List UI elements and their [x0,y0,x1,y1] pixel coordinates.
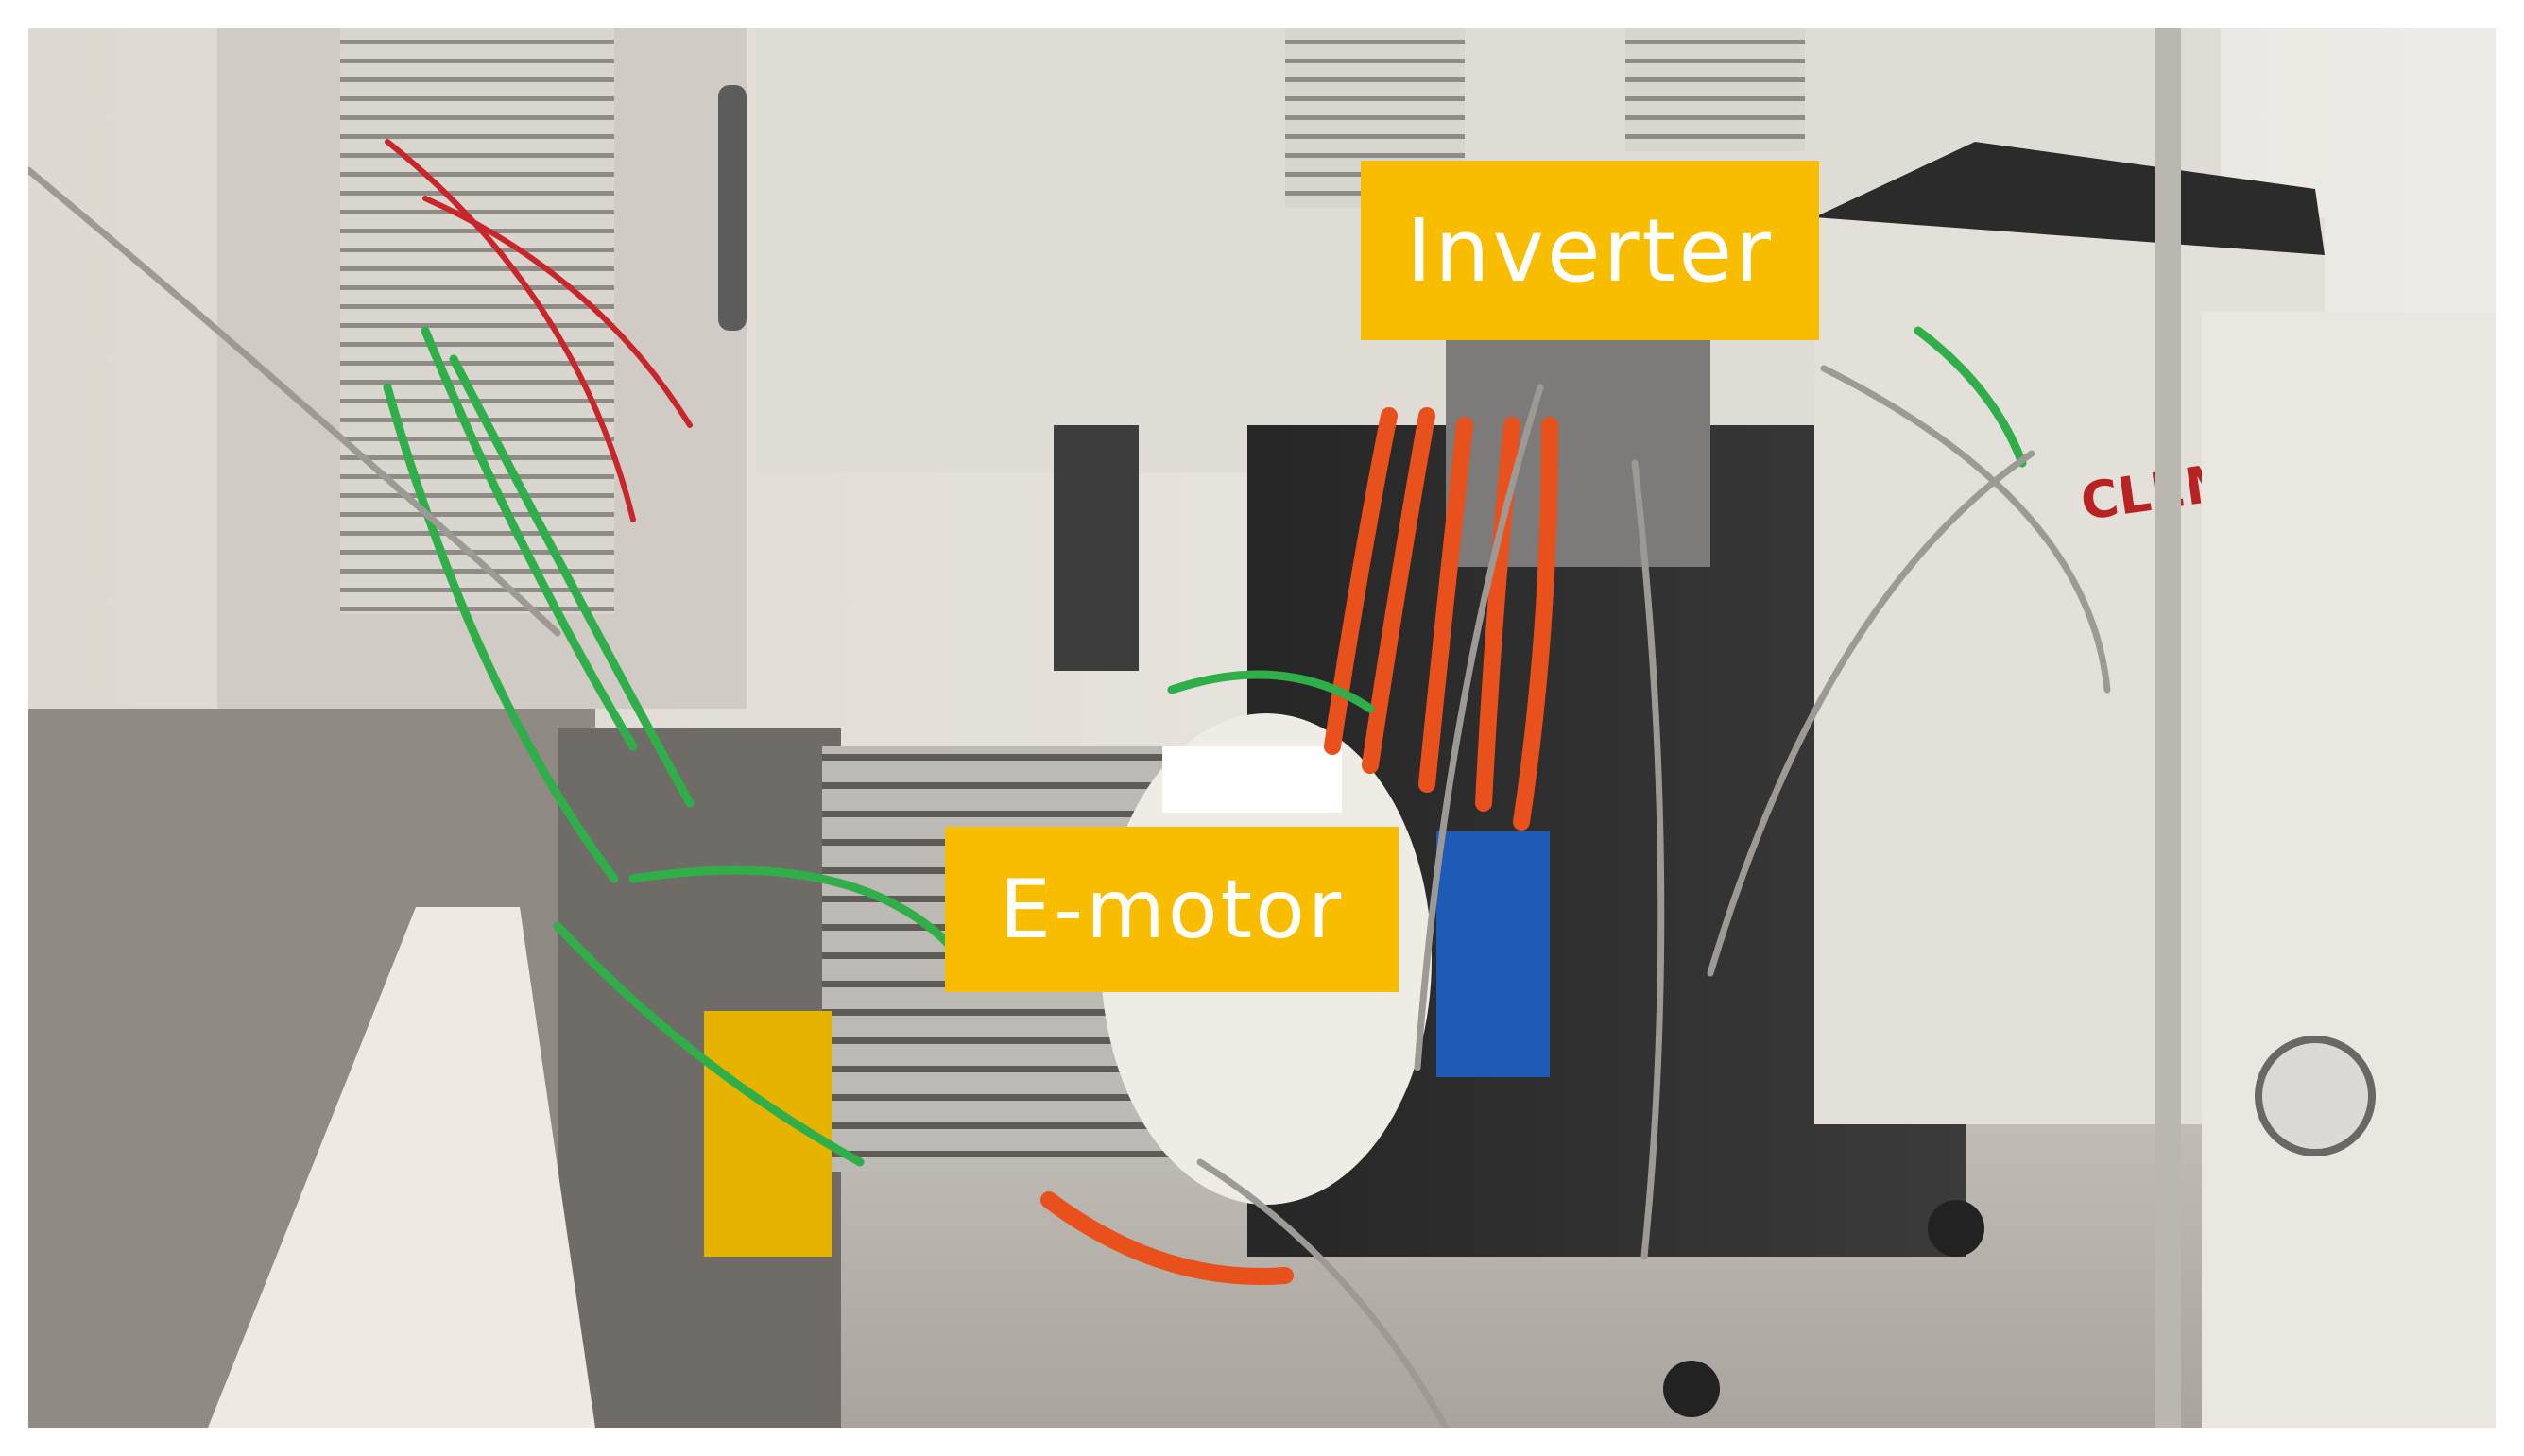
inverter-unit [1446,321,1710,567]
photo-frame: CLEME [28,28,2496,1428]
cabinet-handle [718,85,747,331]
emotor-label: E-motor [945,827,1399,992]
red-cables [385,139,693,522]
wall-outlet [1054,425,1139,671]
cleme-unit-top [1814,142,2325,255]
cart-wheel-left [1663,1361,1720,1417]
right-cabinet-vents-2 [1625,28,1805,151]
cart-wheel-right [1928,1200,1984,1257]
right-rack-post [2155,28,2181,1428]
grey-cables [28,166,2111,1428]
right-rack-panel [2202,312,2496,1428]
inverter-label: Inverter [1361,161,1819,340]
lab-photo: CLEME [28,28,2496,1428]
pressure-gauge [2255,1036,2376,1156]
white-cover [208,907,595,1428]
green-cables [383,326,2027,1167]
orange-cables [1040,407,1558,1285]
motor-label-sticker [1162,746,1342,813]
left-cabinet-vents [340,28,614,614]
blue-component [1436,831,1550,1077]
